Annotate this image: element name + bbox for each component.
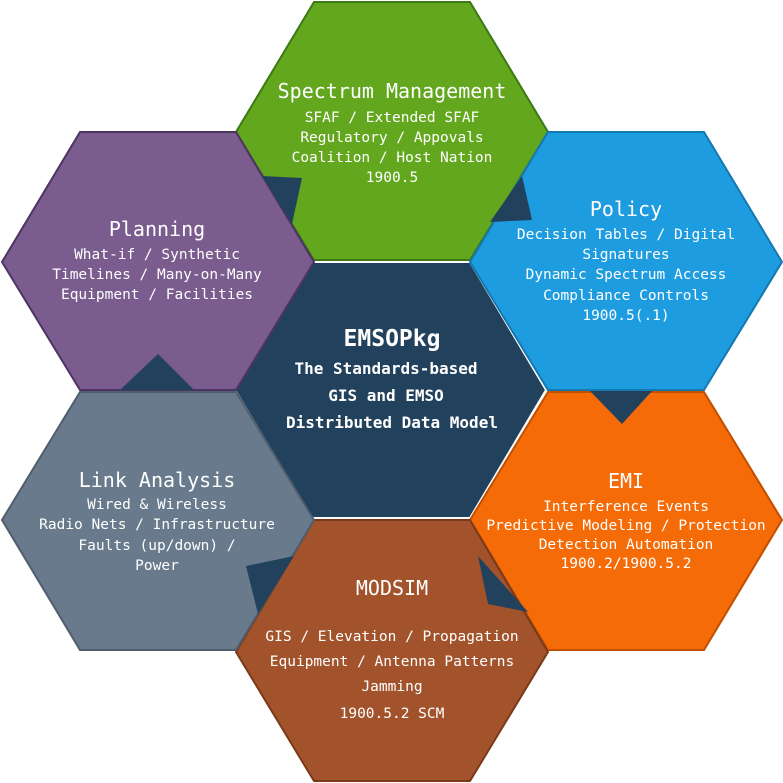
connector-link-overlay (246, 556, 294, 614)
hex-spectrum-line-1: SFAF / Extended SFAF (305, 110, 480, 126)
hex-link-line-4: Power (135, 558, 179, 574)
hex-emi: EMI Interference Events Predictive Model… (468, 391, 783, 651)
center-line-1: The Standards-based (294, 359, 477, 378)
hex-modsim-title: MODSIM (356, 576, 428, 600)
hex-policy-title: Policy (590, 197, 662, 221)
hex-planning-line-1: What-if / Synthetic (74, 247, 240, 263)
hex-spectrum-management: Spectrum Management SFAF / Extended SFAF… (234, 0, 550, 261)
hex-policy-line-2: Signatures (582, 247, 669, 263)
center-line-2: GIS and EMSO (328, 386, 444, 405)
hex-link-line-2: Radio Nets / Infrastructure (39, 517, 275, 533)
hex-modsim-line-3: Jamming (361, 679, 422, 695)
hex-link-shape (0, 391, 316, 651)
hex-spectrum-line-4: 1900.5 (366, 170, 418, 186)
connectors-overlay (120, 176, 652, 614)
hex-planning-title: Planning (109, 217, 205, 241)
hex-policy: Policy Decision Tables / Digital Signatu… (468, 131, 783, 391)
connector-policy-overlay (490, 176, 532, 222)
hex-planning: Planning What-if / Synthetic Timelines /… (0, 131, 316, 391)
hex-policy-shape (468, 131, 783, 391)
hex-planning-shape (0, 131, 316, 391)
hex-emi-line-2: Predictive Modeling / Protection (486, 518, 765, 534)
connector-spectrum-overlay (262, 176, 302, 224)
hex-policy-line-4: Compliance Controls (543, 288, 709, 304)
hex-link-line-3: Faults (up/down) / (78, 538, 235, 554)
hex-link-line-1: Wired & Wireless (87, 497, 227, 513)
hex-policy-line-3: Dynamic Spectrum Access (526, 267, 727, 283)
hex-spectrum-line-2: Regulatory / Appovals (300, 130, 483, 146)
hex-planning-line-3: Equipment / Facilities (61, 287, 253, 303)
connector-modsim-overlay (478, 556, 528, 612)
hex-modsim-line-1: GIS / Elevation / Propagation (265, 629, 518, 645)
hex-emi-title: EMI (608, 469, 644, 493)
hex-emi-line-3: Detection Automation (539, 537, 714, 553)
hex-modsim-line-2: Equipment / Antenna Patterns (270, 654, 514, 670)
hex-emi-line-1: Interference Events (543, 499, 709, 515)
hex-center: EMSOPkg The Standards-based GIS and EMSO… (233, 261, 548, 519)
connector-emi-overlay (590, 391, 652, 424)
center-title: EMSOPkg (344, 326, 441, 352)
hex-policy-line-5: 1900.5(.1) (582, 308, 669, 324)
hex-modsim: MODSIM GIS / Elevation / Propagation Equ… (234, 519, 550, 782)
hex-spectrum-title: Spectrum Management (278, 79, 507, 103)
hex-modsim-line-4: 1900.5.2 SCM (340, 706, 445, 722)
center-line-3: Distributed Data Model (286, 413, 498, 432)
hex-emi-line-4: 1900.2/1900.5.2 (561, 556, 692, 572)
hex-link-analysis: Link Analysis Wired & Wireless Radio Net… (0, 391, 316, 651)
connector-planning-overlay (120, 354, 194, 390)
hex-planning-line-2: Timelines / Many-on-Many (52, 267, 262, 283)
hex-emi-shape (468, 391, 783, 651)
hex-policy-line-1: Decision Tables / Digital (517, 227, 735, 243)
hex-spectrum-line-3: Coalition / Host Nation (292, 150, 493, 166)
hex-link-title: Link Analysis (79, 468, 236, 492)
